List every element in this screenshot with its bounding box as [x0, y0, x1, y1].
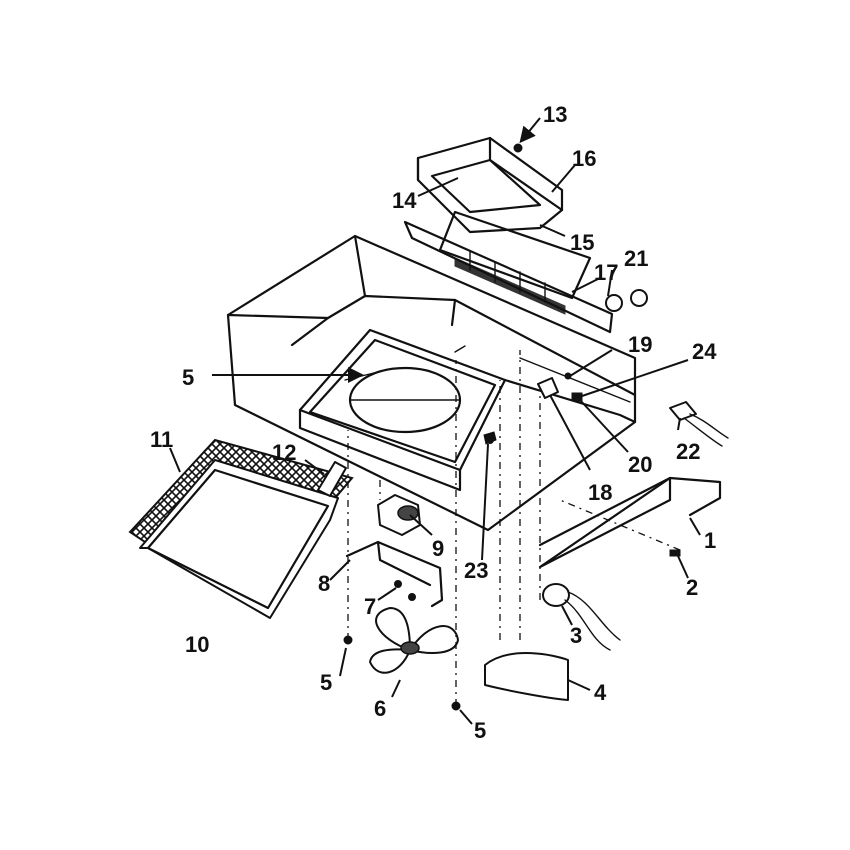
plug-part — [669, 401, 729, 447]
callout-15: 15 — [570, 230, 594, 255]
screw-part — [408, 593, 416, 601]
callout-17: 17 — [594, 260, 618, 285]
callout-18: 18 — [588, 480, 612, 505]
switch-part — [537, 377, 559, 399]
callout-19: 19 — [628, 332, 652, 357]
fan-blade-part — [369, 607, 459, 674]
capacitor-part — [542, 583, 621, 651]
callout-9: 9 — [432, 536, 444, 561]
callout-21: 21 — [624, 246, 648, 271]
duct-cover-part — [416, 136, 564, 234]
callout-1: 1 — [704, 528, 716, 553]
sensor-part — [483, 431, 497, 445]
callout-24: 24 — [692, 339, 717, 364]
nut-part — [669, 549, 681, 557]
callout-5-top: 5 — [182, 365, 194, 390]
filter-plate-part — [438, 210, 592, 300]
callout-20: 20 — [628, 452, 652, 477]
knob-part — [605, 294, 623, 312]
callout-13: 13 — [543, 102, 567, 127]
callout-22: 22 — [676, 439, 700, 464]
callout-4: 4 — [594, 680, 607, 705]
callout-14: 14 — [392, 188, 417, 213]
clip-part — [317, 461, 347, 497]
screw-part — [513, 143, 523, 153]
hood-body — [226, 234, 637, 532]
knob-part — [630, 289, 648, 307]
callout-3: 3 — [570, 623, 582, 648]
damper-part — [538, 476, 722, 569]
duct-part — [484, 652, 569, 701]
motor-part — [377, 494, 421, 536]
screw-part — [394, 580, 402, 588]
callout-8: 8 — [318, 571, 330, 596]
callout-16: 16 — [572, 146, 596, 171]
callout-23: 23 — [464, 558, 488, 583]
callout-2: 2 — [686, 575, 698, 600]
switch-part — [571, 392, 583, 402]
callout-10: 10 — [185, 632, 209, 657]
callout-5-left: 5 — [320, 670, 332, 695]
vent-grille-part — [403, 220, 614, 334]
callout-labels: 13 16 14 15 17 21 5 19 24 11 12 9 23 18 … — [150, 102, 717, 743]
callout-5-bottom: 5 — [474, 718, 486, 743]
callout-11: 11 — [150, 427, 173, 452]
charcoal-filter-part — [139, 459, 339, 619]
callout-7: 7 — [364, 594, 376, 619]
callout-6: 6 — [374, 696, 386, 721]
callout-12: 12 — [272, 440, 296, 465]
motor-bracket-part — [345, 540, 444, 608]
